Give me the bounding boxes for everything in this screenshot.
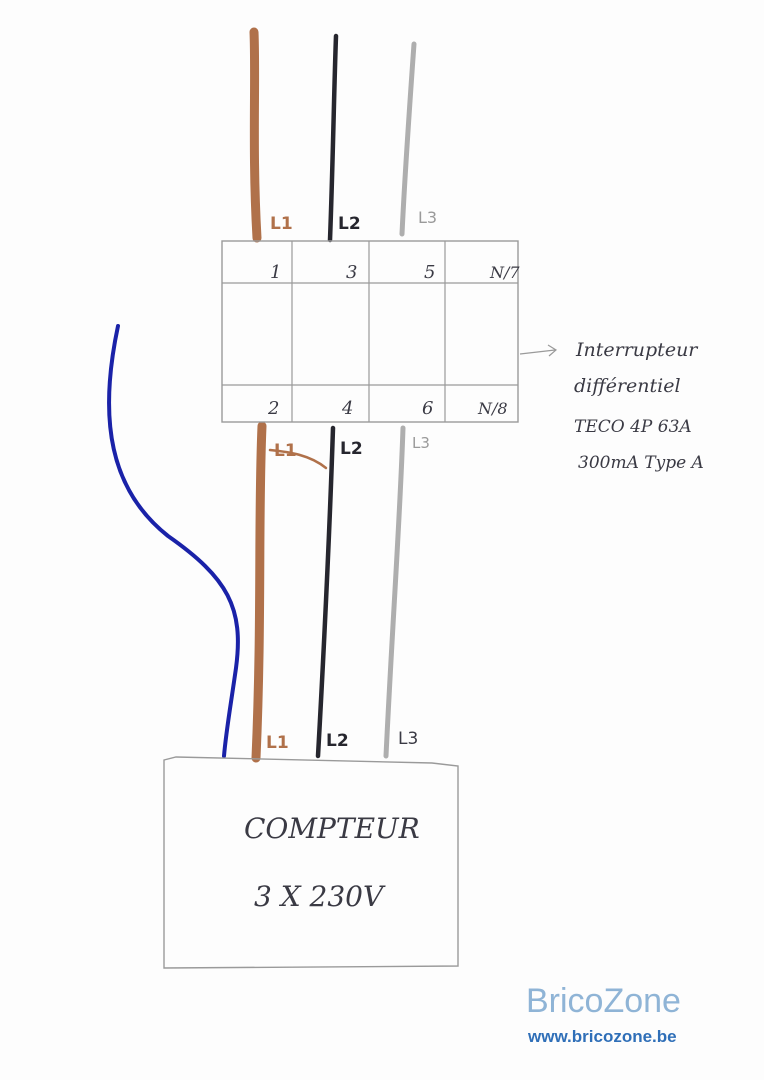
annotation-line-1: Interrupteur — [575, 339, 699, 361]
wire-l3-top — [399, 41, 417, 237]
meter-rating: 3 X 230V — [254, 880, 386, 913]
terminal-top-n7: N/7 — [489, 263, 520, 282]
terminal-top-3: 3 — [346, 262, 357, 283]
annotation-line-2: différentiel — [574, 375, 681, 397]
label-l2-bottom: L2 — [340, 439, 363, 459]
meter-box — [163, 756, 459, 969]
terminal-bottom-6: 6 — [422, 398, 433, 419]
wire-l3-bottom — [383, 425, 406, 759]
terminal-bottom-n8: N/8 — [477, 399, 508, 418]
watermark-url: www.bricozone.be — [527, 1027, 677, 1046]
label-l1-bottom: L1 — [274, 441, 297, 461]
label-l2-top: L2 — [338, 214, 361, 234]
label-l3-meter: L3 — [398, 729, 418, 749]
watermark-brand: BricoZone — [526, 982, 681, 1020]
terminal-bottom-4: 4 — [341, 398, 353, 419]
label-l3-top: L3 — [418, 208, 437, 227]
wire-l1-tag — [268, 448, 328, 470]
wire-l1-top — [249, 27, 262, 243]
terminal-bottom-2: 2 — [267, 398, 279, 419]
wire-l2-top — [327, 33, 339, 243]
terminal-top-1: 1 — [270, 262, 281, 283]
label-l1-top: L1 — [270, 214, 293, 234]
wire-l1-bottom — [251, 421, 267, 763]
meter-title: COMPTEUR — [244, 812, 420, 845]
terminal-top-5: 5 — [424, 262, 435, 283]
differential-breaker — [221, 240, 558, 423]
annotation-line-3: TECO 4P 63A — [574, 417, 692, 437]
annotation-line-4: 300mA Type A — [578, 453, 704, 473]
label-l2-meter: L2 — [326, 731, 349, 751]
label-l3-bottom: L3 — [412, 434, 430, 452]
label-l1-meter: L1 — [266, 733, 289, 753]
wire-neutral — [107, 324, 240, 758]
wire-l2-bottom — [315, 425, 336, 759]
